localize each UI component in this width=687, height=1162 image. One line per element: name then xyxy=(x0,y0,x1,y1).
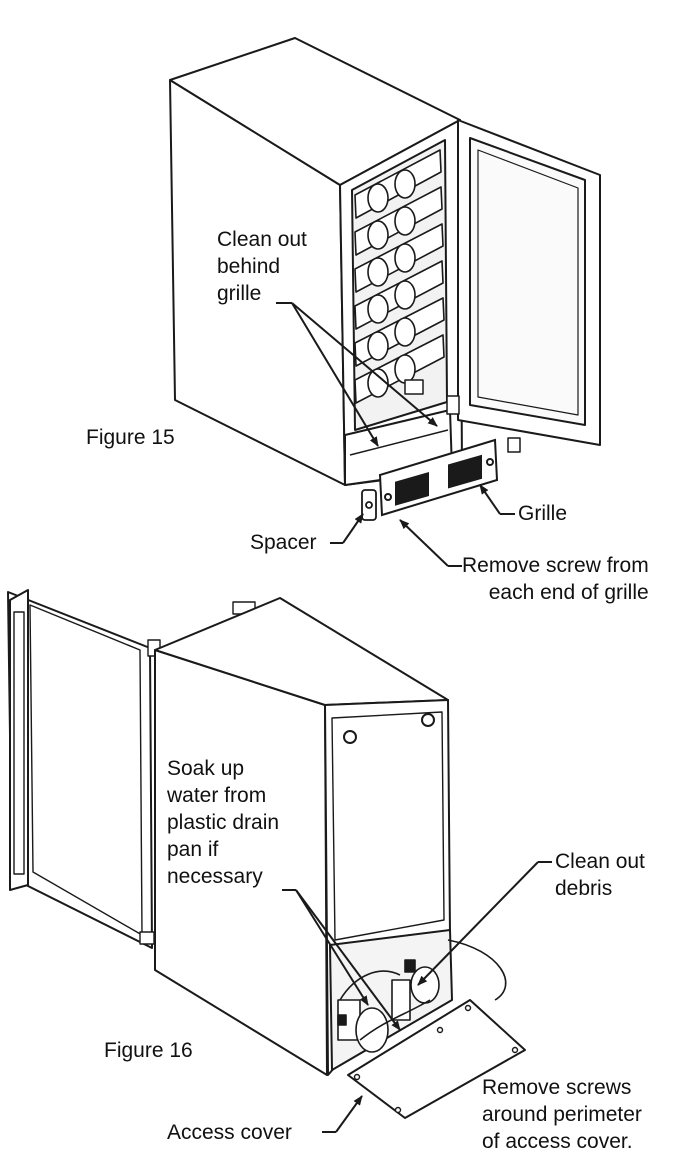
remove-screws-line-1: Remove screws xyxy=(482,1076,632,1099)
soak-line-5: necessary xyxy=(167,865,263,888)
debris-line-1: Clean out xyxy=(555,850,645,873)
figure-16-caption: Figure 16 xyxy=(104,1039,193,1062)
open-door-glass xyxy=(469,137,586,426)
clean-behind-line-3: grille xyxy=(217,282,262,305)
remove-screw-label: Remove screw from each end of grille xyxy=(462,552,649,606)
soak-line-4: pan if xyxy=(167,838,219,861)
figure-15-caption: Figure 15 xyxy=(86,426,175,449)
access-cover-label: Access cover xyxy=(167,1121,292,1144)
figure-16-leaders xyxy=(282,861,552,1133)
soak-up-water-label: Soak up water from plastic drain pan if … xyxy=(167,755,279,890)
soak-line-2: water from xyxy=(167,784,267,807)
clean-behind-grille-label: Clean out behind grille xyxy=(217,226,307,307)
figure-16-drawing xyxy=(7,589,526,1119)
soak-line-3: plastic drain xyxy=(167,811,280,834)
grille-part xyxy=(378,438,499,517)
spacer-part xyxy=(361,489,377,521)
clean-out-debris-label: Clean out debris xyxy=(555,848,645,902)
figure-15-drawing xyxy=(169,37,601,486)
spacer-label: Spacer xyxy=(250,531,317,554)
remove-screws-line-2: around perimeter xyxy=(482,1103,642,1126)
remove-screws-line-3: of access cover. xyxy=(482,1130,633,1153)
remove-screws-perimeter-label: Remove screws around perimeter of access… xyxy=(482,1074,642,1155)
access-cover-part xyxy=(347,999,526,1119)
soak-line-1: Soak up xyxy=(167,757,245,780)
debris-line-2: debris xyxy=(555,877,613,900)
clean-behind-line-1: Clean out xyxy=(217,228,307,251)
wine-shelves xyxy=(354,149,445,404)
remove-screw-line-2: each end of grille xyxy=(488,581,649,604)
control-panel xyxy=(404,379,424,395)
figure-15-leaders xyxy=(276,302,515,567)
remove-screw-line-1: Remove screw from xyxy=(462,554,649,577)
clean-behind-line-2: behind xyxy=(217,255,281,278)
grille-label: Grille xyxy=(518,502,568,525)
